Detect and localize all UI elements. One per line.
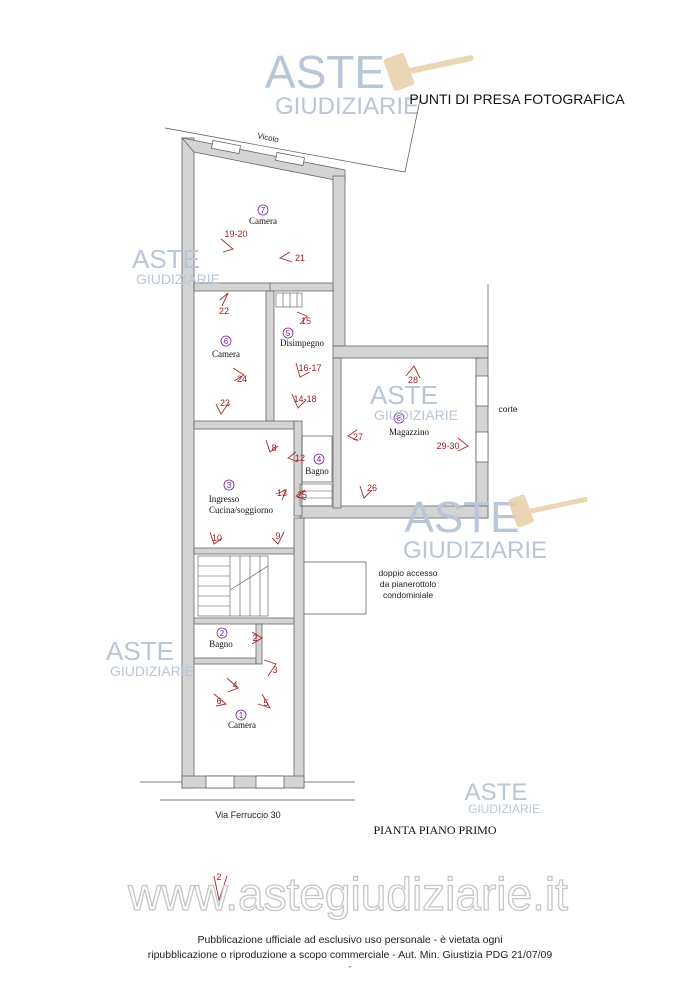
svg-text:24: 24 [237,374,247,384]
svg-text:Ingresso: Ingresso [209,494,240,504]
svg-text:9: 9 [275,531,280,541]
svg-text:3: 3 [227,481,232,490]
svg-text:ASTE: ASTE [465,779,528,806]
svg-text:6: 6 [224,337,229,346]
room-4: 4 Bagno [305,453,329,476]
plan-caption: PIANTA PIANO PRIMO [373,823,496,837]
svg-text:da pianerottolo: da pianerottolo [380,579,437,589]
svg-text:Magazzino: Magazzino [389,427,429,437]
svg-text:2: 2 [252,633,257,643]
shot-markers: 19-20 21 22 15 24 16-17 23 14-18 28 27 2… [209,229,469,902]
svg-text:corte: corte [499,404,518,414]
svg-text:5: 5 [286,329,291,338]
svg-text:GIUDIZIARIE: GIUDIZIARIE [110,663,194,679]
watermark-center: ASTE GIUDIZIARIE [370,380,458,423]
svg-text:condominiale: condominiale [383,590,433,600]
svg-text:14-18: 14-18 [293,394,316,404]
stair-main [197,555,269,617]
svg-text:26: 26 [367,483,377,493]
svg-text:ASTE: ASTE [132,244,200,274]
svg-text:2: 2 [220,629,225,638]
svg-text:5: 5 [263,698,268,708]
svg-text:GIUDIZIARIE: GIUDIZIARIE [136,271,220,287]
watermark-bottom-right: ASTE GIUDIZIARIE [465,779,540,816]
svg-text:6: 6 [216,696,221,706]
footer-line-2: ripubblicazione o riproduzione a scopo c… [147,949,553,961]
svg-text:ASTE: ASTE [405,493,520,542]
watermark-site: www.astegiudiziarie.it [127,868,568,920]
watermark-left-lower: ASTE GIUDIZIARIE [106,636,194,679]
access-note: doppio accesso da pianerottolo condomini… [304,561,438,615]
svg-text:8: 8 [397,414,402,423]
footer-line-1: Pubblicazione ufficiale ad esclusivo uso… [197,934,503,946]
street-bottom-label: Via Ferruccio 30 [215,810,280,820]
corte: corte [487,284,518,414]
svg-text:1: 1 [239,711,244,720]
svg-text:Bagno: Bagno [305,466,329,476]
room-6: 6 Camera [212,335,240,359]
watermark-top: ASTE GIUDIZIARIE [265,46,474,120]
watermark-aste: ASTE [265,46,385,98]
legend-shot-number: 2 [216,872,221,882]
room-1: 1 Camera [228,709,256,730]
svg-text:Disimpegno: Disimpegno [280,338,324,348]
windows [205,139,489,789]
svg-text:7: 7 [261,206,266,215]
svg-text:23: 23 [220,398,230,408]
room-7: 7 Camera [249,204,277,226]
watermark-right: ASTE GIUDIZIARIE [403,493,588,564]
svg-text:16-17: 16-17 [298,363,321,373]
street-top-label: Vicolo [257,131,281,144]
svg-text:29-30: 29-30 [436,441,459,451]
svg-text:12: 12 [295,453,305,463]
svg-text:8: 8 [271,443,276,453]
room-8: 8 Magazzino [389,412,429,437]
svg-text:21: 21 [295,253,305,263]
stair-small [275,292,333,507]
svg-text:ASTE: ASTE [106,636,174,666]
svg-text:19-20: 19-20 [224,229,247,239]
svg-text:GIUDIZIARIE: GIUDIZIARIE [374,407,458,423]
watermark-left-upper: ASTE GIUDIZIARIE [132,244,220,287]
svg-text:Camera: Camera [228,720,256,730]
gavel-icon [383,53,474,91]
svg-text:doppio accesso: doppio accesso [378,568,437,578]
gavel-icon [508,494,588,528]
street-via-ferruccio: Via Ferruccio 30 [140,781,355,820]
bagno-4-box [301,435,333,483]
room-2: 2 Bagno [209,627,233,649]
svg-text:25: 25 [297,490,307,500]
svg-text:4: 4 [232,680,237,690]
page-title: PUNTI DI PRESA FOTOGRAFICA [409,91,625,107]
room-3: 3 Ingresso Cucina/soggiorno [209,479,273,515]
svg-text:ASTE: ASTE [370,380,438,410]
svg-text:10: 10 [212,533,222,543]
svg-text:Camera: Camera [212,349,240,359]
svg-text:28: 28 [408,375,418,385]
svg-text:13: 13 [277,488,287,498]
svg-text:3: 3 [272,665,277,675]
svg-text:15: 15 [301,316,311,326]
watermark-giudiziarie: GIUDIZIARIE [275,93,419,120]
footer-dash: - [348,962,352,971]
room-5: 5 Disimpegno [280,327,324,348]
svg-text:Bagno: Bagno [209,639,233,649]
svg-text:22: 22 [219,306,229,316]
svg-text:27: 27 [353,432,363,442]
svg-text:Camera: Camera [249,216,277,226]
svg-text:Cucina/soggiorno: Cucina/soggiorno [209,505,273,515]
svg-text:4: 4 [317,455,322,464]
svg-text:GIUDIZIARIE: GIUDIZIARIE [403,537,547,564]
svg-text:GIUDIZIARIE: GIUDIZIARIE [468,802,540,816]
